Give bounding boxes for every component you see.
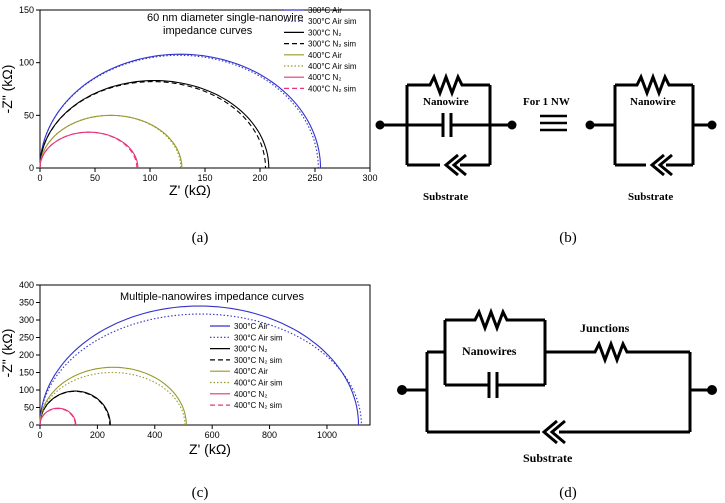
- y-tick-label: 0: [29, 163, 34, 173]
- y-tick-label: 100: [19, 385, 34, 395]
- y-tick-label: 150: [19, 368, 34, 378]
- chart-a-xlabel: Z' (kΩ): [169, 182, 211, 198]
- x-tick-label: 400: [147, 430, 162, 440]
- y-tick-label: 150: [19, 5, 34, 15]
- resistor-icon: [615, 72, 693, 98]
- legend-label-7: 400°C N₂ sim: [308, 84, 356, 93]
- resistor-icon: [445, 307, 545, 333]
- chart-a-title-line2: impedance curves: [163, 25, 253, 37]
- series-5-line: [39, 371, 186, 426]
- y-tick-label: 0: [29, 420, 34, 430]
- series-0-line: [39, 53, 322, 169]
- series-4-line: [39, 114, 183, 169]
- y-tick-label: 50: [24, 110, 34, 120]
- x-tick-label: 250: [307, 173, 322, 183]
- series-0-line: [39, 305, 360, 426]
- series-2-line: [39, 80, 270, 169]
- diagram-b: [380, 72, 712, 177]
- legend-label-1: 300°C Air sim: [234, 333, 283, 342]
- cpe-icon: [427, 419, 690, 445]
- resistor-icon: [407, 72, 490, 98]
- legend-label-7: 400°C N₂ sim: [234, 401, 282, 410]
- terminal-dot: [707, 385, 717, 395]
- cpe-icon: [615, 153, 693, 177]
- capacitor-icon: [407, 113, 490, 137]
- series-3-line: [39, 390, 111, 425]
- x-tick-label: 300: [362, 173, 377, 183]
- legend-label-6: 400°C N₂: [308, 73, 341, 82]
- legend-label-6: 400°C N₂: [234, 390, 267, 399]
- label-substrate: Substrate: [523, 451, 573, 465]
- y-tick-label: 200: [19, 350, 34, 360]
- series-7-line: [39, 131, 138, 168]
- legend-label-4: 400°C Air: [234, 367, 268, 376]
- panel-b-label: (b): [559, 230, 577, 246]
- chart-a: 0 50 100 150 200 250 300 0 50 100 150 60 nm diamet…: [0, 5, 378, 198]
- y-tick-label: 400: [19, 280, 34, 290]
- legend-label-4: 400°C Air: [308, 51, 342, 60]
- x-tick-label: 800: [262, 430, 277, 440]
- x-tick-label: 150: [197, 173, 212, 183]
- series-1-line: [39, 313, 362, 426]
- series-6-line: [39, 407, 77, 425]
- panel-d-label: (d): [559, 485, 577, 501]
- x-tick-label: 200: [90, 430, 105, 440]
- x-tick-label: 0: [37, 173, 42, 183]
- series-3-line: [39, 81, 267, 169]
- label-junctions: Junctions: [580, 321, 630, 335]
- label-right-substrate: Substrate: [628, 191, 673, 203]
- y-tick-label: 250: [19, 333, 34, 343]
- diagram-d-terminals: [397, 385, 717, 395]
- x-tick-label: 50: [90, 173, 100, 183]
- x-tick-label: 200: [252, 173, 267, 183]
- y-tick-label: 300: [19, 315, 34, 325]
- x-tick-label: 1000: [317, 430, 337, 440]
- label-left-substrate: Substrate: [423, 191, 468, 203]
- chart-a-ylabel: -Z" (kΩ): [0, 65, 15, 114]
- legend-label-5: 400°C Air sim: [308, 62, 357, 71]
- terminal-dot: [585, 120, 595, 130]
- terminal-dot: [375, 120, 385, 130]
- chart-c-title: Multiple-nanowires impedance curves: [120, 291, 305, 303]
- terminal-dot: [507, 120, 517, 130]
- legend-label-3: 300°C N₂ sim: [234, 356, 282, 365]
- series-6-line: [39, 131, 139, 168]
- legend-label-2: 300°C N₂: [308, 28, 341, 37]
- legend-label-5: 400°C Air sim: [234, 379, 283, 388]
- panel-c-label: (c): [192, 485, 209, 501]
- terminal-dot: [707, 120, 717, 130]
- label-left-nanowire: Nanowire: [423, 96, 469, 108]
- y-tick-label: 50: [24, 403, 34, 413]
- legend-label-2: 300°C N₂: [234, 345, 267, 354]
- legend-label-1: 300°C Air sim: [308, 17, 357, 26]
- label-for-1-nw: For 1 NW: [523, 96, 570, 108]
- x-tick-label: 0: [37, 430, 42, 440]
- label-right-nanowire: Nanowire: [630, 96, 676, 108]
- x-tick-label: 100: [142, 173, 157, 183]
- chart-a-title-line1: 60 nm diameter single-nanowire: [147, 12, 304, 24]
- legend-label-0: 300°C Air: [308, 6, 342, 15]
- terminal-dot: [397, 385, 407, 395]
- capacitor-icon: [445, 372, 545, 398]
- series-1-line: [39, 54, 319, 169]
- chart-c-ylabel: -Z" (kΩ): [0, 329, 15, 378]
- cpe-icon: [407, 153, 490, 177]
- junction-resistor-icon: [545, 339, 690, 365]
- series-7-line: [39, 408, 76, 425]
- panel-a-label: (a): [192, 230, 209, 246]
- diagram-d: [402, 307, 712, 445]
- diagram-b-terminals: [375, 120, 717, 130]
- series-5-line: [39, 114, 182, 169]
- series-4-line: [39, 366, 187, 426]
- y-tick-label: 350: [19, 298, 34, 308]
- chart-c: 0 200 400 600 800 1000 0 50 100 150 200 250 300 350 40…: [0, 280, 371, 457]
- y-tick-label: 100: [19, 58, 34, 68]
- legend-label-3: 300°C N₂ sim: [308, 40, 356, 49]
- x-tick-label: 600: [205, 430, 220, 440]
- chart-c-xlabel: Z' (kΩ): [189, 441, 231, 457]
- label-nanowires: Nanowires: [462, 344, 517, 358]
- legend-label-0: 300°C Air: [234, 322, 268, 331]
